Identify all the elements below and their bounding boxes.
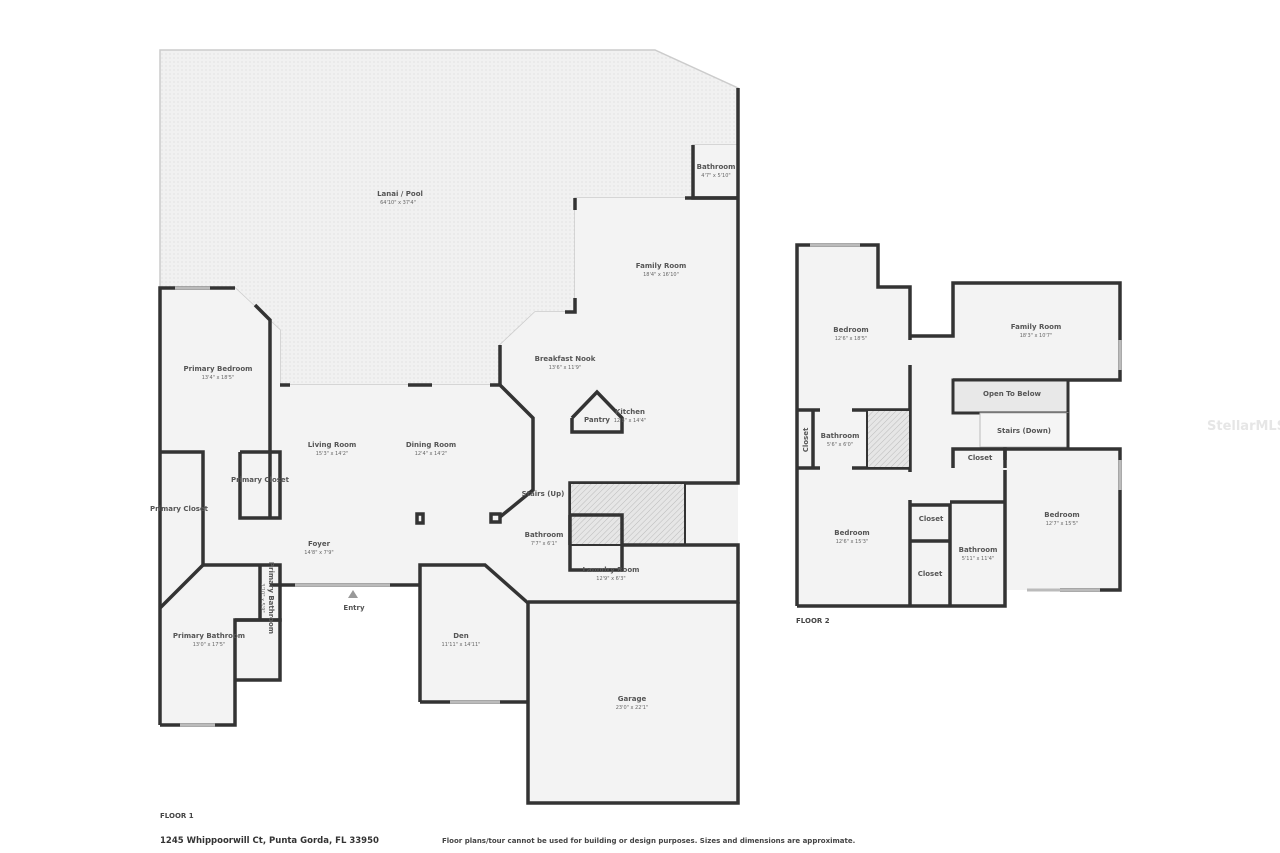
room-dims: 13'4" x 18'5" bbox=[202, 375, 235, 381]
room-dims: 14'8" x 7'9" bbox=[304, 550, 333, 556]
floor1-interior bbox=[160, 198, 738, 803]
room-name: Bathroom bbox=[525, 531, 564, 539]
wall bbox=[418, 563, 530, 702]
stairs-hatch bbox=[866, 409, 911, 469]
room-name: Closet bbox=[968, 454, 993, 462]
room-dims: 3'10" x 5'9" bbox=[259, 583, 265, 612]
room-name: Primary Closet bbox=[231, 476, 290, 484]
wall bbox=[528, 543, 740, 604]
entry-arrow-icon bbox=[348, 590, 358, 598]
floor-2: Bedroom 12'6" x 18'5" Family Room 18'3" … bbox=[795, 243, 1122, 625]
room-name: Closet bbox=[919, 515, 944, 523]
room-dims: 12'6" x 18'5" bbox=[835, 336, 868, 342]
room-dims: 23'0" x 22'1" bbox=[616, 705, 649, 711]
room-name: Bedroom bbox=[1044, 511, 1079, 519]
wall bbox=[238, 450, 282, 520]
room-dims: 5'6" x 6'0" bbox=[827, 442, 853, 448]
room-dims: 7'7" x 6'1" bbox=[531, 541, 557, 547]
room-dims: 12'8" x 14'4" bbox=[614, 418, 647, 424]
room-name: Primary Closet bbox=[150, 505, 209, 513]
room-name: Stairs (Down) bbox=[997, 427, 1051, 435]
room-name: Primary Bathroom bbox=[267, 562, 275, 634]
room-name: Primary Bedroom bbox=[184, 365, 253, 373]
room-name: Bedroom bbox=[833, 326, 868, 334]
floor-1-label: FLOOR 1 bbox=[160, 812, 194, 820]
room-name: Bathroom bbox=[821, 432, 860, 440]
column bbox=[415, 512, 425, 525]
room-name: Bathroom bbox=[959, 546, 998, 554]
room-dims: 15'3" x 14'2" bbox=[316, 451, 349, 457]
room-name: Kitchen bbox=[615, 408, 645, 416]
pantry-wall bbox=[570, 389, 624, 434]
room-name: Breakfast Nook bbox=[535, 355, 596, 363]
room-dims: 12'9" x 6'3" bbox=[596, 576, 625, 582]
room-name: Bedroom bbox=[834, 529, 869, 537]
room-dims: 5'11" x 11'4" bbox=[962, 556, 995, 562]
room-dims: 13'6" x 11'9" bbox=[549, 365, 582, 371]
wall bbox=[235, 618, 282, 682]
room-name: Family Room bbox=[1011, 323, 1062, 331]
room-name: Garage bbox=[618, 695, 647, 703]
room-name: Stairs (Up) bbox=[522, 490, 565, 498]
room-name: Foyer bbox=[308, 540, 331, 548]
column bbox=[489, 512, 502, 524]
room-dims: 64'10" x 37'4" bbox=[380, 200, 416, 206]
room-name: Dining Room bbox=[406, 441, 456, 449]
room-dims: 11'11" x 14'11" bbox=[442, 642, 481, 648]
wall bbox=[158, 450, 205, 610]
room-name: Pantry bbox=[584, 416, 610, 424]
room-name: Living Room bbox=[308, 441, 357, 449]
room-dims: 4'7" x 5'10" bbox=[701, 173, 730, 179]
room-name: Lanai / Pool bbox=[377, 190, 423, 198]
wall bbox=[910, 503, 952, 606]
room-dims: 12'6" x 15'3" bbox=[836, 539, 869, 545]
room-name: Den bbox=[453, 632, 469, 640]
lanai-bathroom-floor bbox=[693, 145, 738, 198]
room-name: Primary Bathroom bbox=[173, 632, 245, 640]
room-name: Closet bbox=[802, 427, 810, 452]
floor-1: Lanai / Pool 64'10" x 37'4" Bathroom 4'7… bbox=[150, 49, 740, 820]
room-name: Open To Below bbox=[983, 390, 1042, 398]
watermark: StellarMLS bbox=[1207, 419, 1280, 434]
room-dims: 13'0" x 17'5" bbox=[193, 642, 226, 648]
wall bbox=[568, 513, 624, 572]
disclaimer: Floor plans/tour cannot be used for buil… bbox=[442, 837, 855, 845]
room-dims: 18'4" x 16'10" bbox=[643, 272, 679, 278]
wall bbox=[797, 470, 1007, 608]
wall bbox=[565, 298, 577, 314]
stairs-down[interactable] bbox=[979, 412, 1069, 448]
room-name: Laundry Room bbox=[583, 566, 640, 574]
open-to-below bbox=[951, 378, 1070, 415]
wall bbox=[795, 243, 912, 606]
room-name: Closet bbox=[918, 570, 943, 578]
room-name: Family Room bbox=[636, 262, 687, 270]
floor-2-label: FLOOR 2 bbox=[796, 617, 830, 625]
address: 1245 Whippoorwill Ct, Punta Gorda, FL 33… bbox=[160, 836, 379, 846]
room-dims: 18'3" x 10'7" bbox=[1020, 333, 1053, 339]
wall bbox=[910, 281, 1122, 382]
floor2-interior bbox=[797, 245, 1120, 606]
entry-label: Entry bbox=[343, 604, 365, 612]
room-dims: 12'4" x 14'2" bbox=[415, 451, 448, 457]
room-name: Bathroom bbox=[697, 163, 736, 171]
wall bbox=[490, 383, 535, 519]
room-dims: 12'7" x 15'5" bbox=[1046, 521, 1079, 527]
